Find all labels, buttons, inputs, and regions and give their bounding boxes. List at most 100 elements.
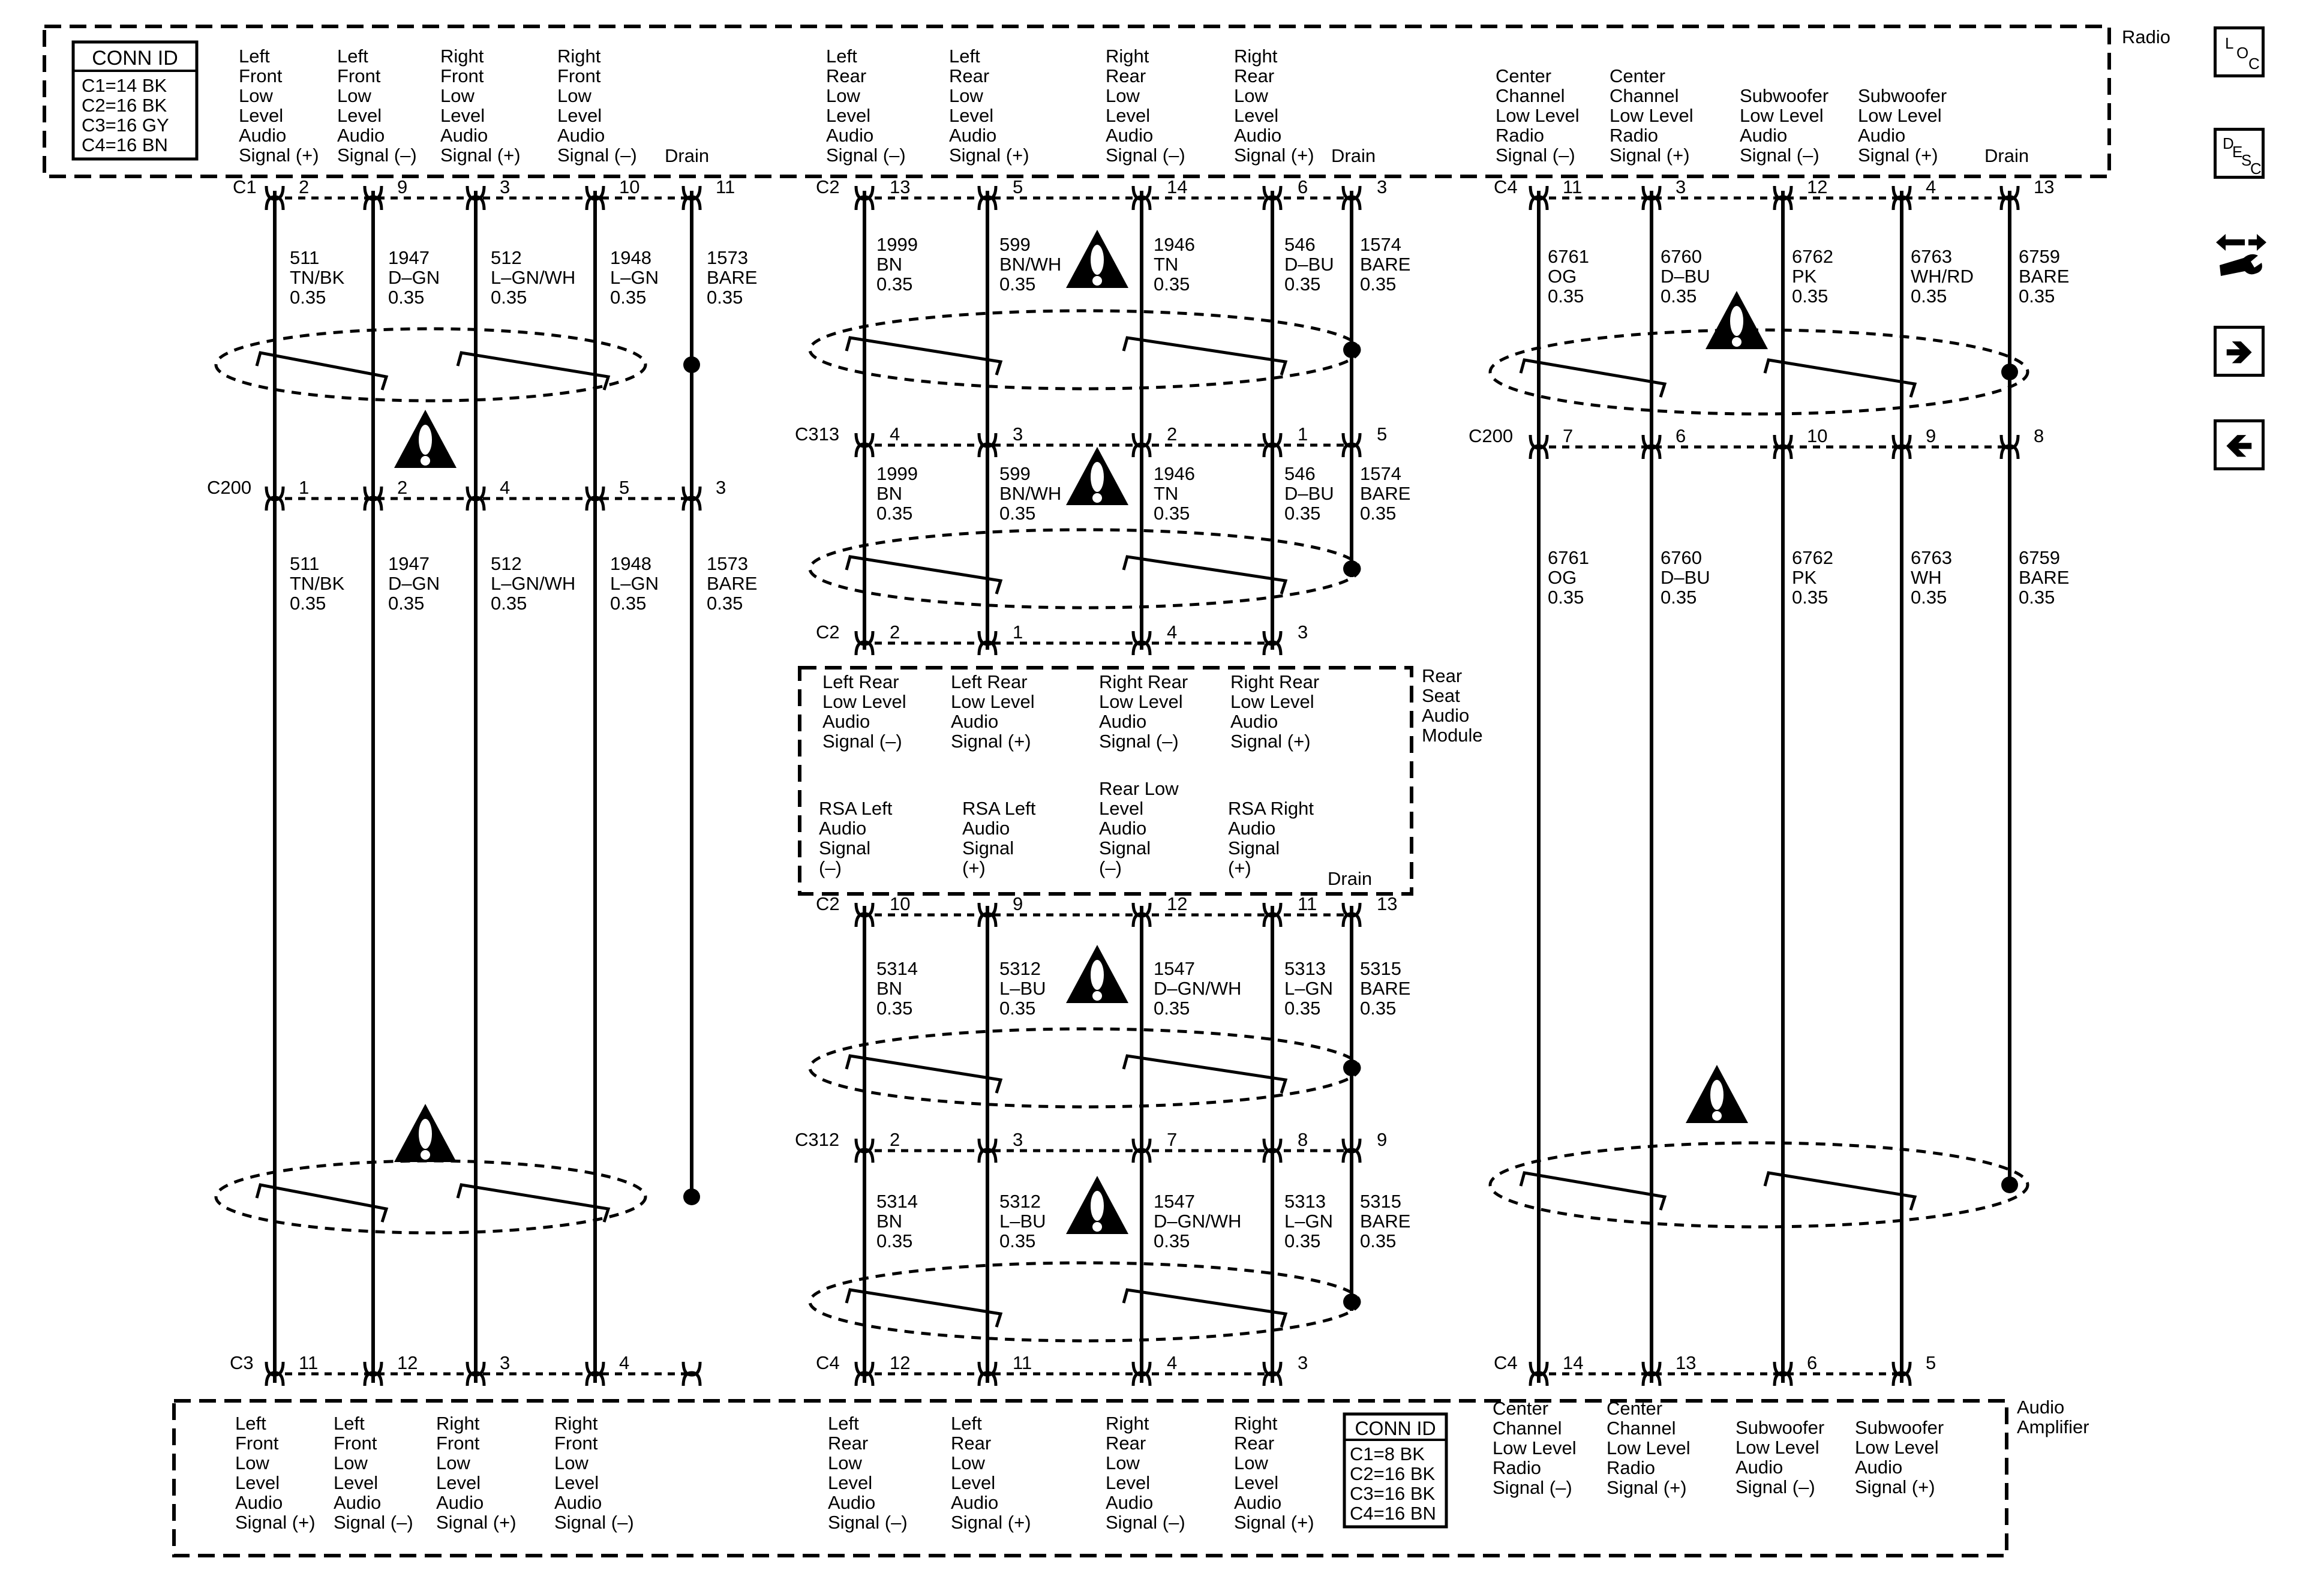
connector-pin-top-0-2 (466, 185, 486, 201)
harness-tool-button[interactable] (2214, 229, 2268, 277)
previous-page-button[interactable]: 🡸 (2214, 419, 2265, 470)
connector-pin-number: 1 (299, 477, 309, 498)
warning-icon (1706, 291, 1768, 349)
connector-pin-top-7-3 (1262, 1138, 1283, 1154)
connector-pin-bottom-1-3 (585, 496, 605, 511)
connector-pin-number: 11 (1298, 893, 1317, 914)
harness-tool-icon (2216, 234, 2266, 276)
svg-text:Seat: Seat (1422, 685, 1460, 706)
connector-pin-top-1-4 (681, 486, 702, 502)
twist-pair-c2-2 (1763, 1171, 1917, 1211)
connector-pin-top-3-4 (1341, 185, 1362, 201)
connector-pin-bottom-11-3 (1891, 1371, 1912, 1386)
twist-pair-b1-2 (1122, 336, 1288, 376)
connector-pin-number: 3 (1298, 1352, 1308, 1373)
connector-pin-number: 11 (1013, 1352, 1032, 1373)
connector-pin-number: 4 (890, 424, 900, 445)
next-page-button[interactable]: 🡺 (2214, 326, 2265, 377)
connector-pin-top-0-0 (265, 185, 285, 201)
connector-pin-bottom-1-4 (681, 496, 702, 511)
connector-pin-number: 3 (1298, 622, 1308, 643)
connector-pin-bottom-0-4 (681, 195, 702, 211)
connector-pin-top-10-4 (1999, 434, 2020, 450)
svg-text:C2=16 BK: C2=16 BK (1350, 1463, 1436, 1484)
radio-module-name: Radio (2122, 26, 2170, 47)
connector-pin-top-5-2 (1131, 631, 1152, 646)
connector-pin-bottom-6-3 (1262, 912, 1283, 927)
drain-splice-b4 (1343, 1293, 1360, 1310)
desc-button[interactable]: D E S C (2214, 128, 2265, 179)
connector-pin-bottom-7-2 (1131, 1148, 1152, 1163)
connector-pin-number: 2 (890, 1129, 900, 1150)
connector-pin-top-4-0 (854, 433, 875, 448)
connector-pin-number: 11 (299, 1352, 318, 1373)
radio-pin-label: Drain (665, 145, 709, 166)
connector-pin-number: 9 (397, 176, 407, 197)
connector-pin-top-9-2 (1773, 185, 1793, 201)
connector-pin-bottom-5-3 (1262, 640, 1283, 656)
svg-text:C1=8 BK: C1=8 BK (1350, 1443, 1425, 1464)
connector-pin-number: 4 (1926, 176, 1936, 197)
connector-pin-bottom-0-0 (265, 195, 285, 211)
twist-pair-a2-2 (456, 1183, 611, 1223)
connector-pin-number: 6 (1807, 1352, 1817, 1373)
connector-pin-bottom-7-3 (1262, 1148, 1283, 1163)
loc-button[interactable]: L O C (2214, 26, 2265, 77)
connector-pin-number: 12 (1167, 893, 1187, 914)
svg-text:Audio: Audio (2017, 1397, 2064, 1418)
svg-text:Module: Module (1422, 725, 1483, 746)
connector-name: C4 (1494, 1352, 1518, 1373)
connector-name: C1 (233, 176, 257, 197)
warning-icon (1066, 447, 1128, 505)
wires-layer (214, 185, 2029, 1386)
svg-text:C4=16 BN: C4=16 BN (82, 134, 168, 155)
connector-pin-bottom-0-3 (585, 195, 605, 211)
connector-pin-number: 12 (1807, 176, 1827, 197)
svg-text:C2=16 BK: C2=16 BK (82, 95, 167, 116)
twist-pair-b3-2 (1122, 1054, 1288, 1094)
connector-pin-number: 6 (1298, 176, 1308, 197)
connector-pin-bottom-11-0 (1529, 1371, 1549, 1386)
svg-text:C1=14 BK: C1=14 BK (82, 75, 167, 96)
connector-pin-bottom-5-2 (1131, 640, 1152, 656)
connector-pin-top-6-3 (1262, 902, 1283, 918)
connector-pin-bottom-4-4 (1341, 442, 1362, 458)
connector-pin-top-9-4 (1999, 185, 2020, 201)
connector-pin-number: 11 (1563, 176, 1582, 197)
connector-pin-top-9-1 (1641, 185, 1662, 201)
rsa-pin-label: Drain (1328, 868, 1372, 889)
connector-pin-top-6-2 (1131, 902, 1152, 918)
connector-pin-number: 4 (500, 477, 510, 498)
connector-pin-top-3-2 (1131, 185, 1152, 201)
connector-pin-number: 5 (1377, 424, 1387, 445)
connector-pin-number: 14 (1563, 1352, 1583, 1373)
warning-icon (1066, 945, 1128, 1003)
twist-pair-b1-0 (845, 336, 1003, 376)
connector-pin-top-1-2 (466, 486, 486, 502)
connector-pin-top-9-0 (1529, 185, 1549, 201)
drain-splice-a2 (683, 1188, 700, 1205)
twist-pair-c1-0 (1519, 358, 1667, 398)
warning-icon (1066, 230, 1128, 288)
connector-pin-number: 4 (1167, 1352, 1177, 1373)
svg-text:C3=16 GY: C3=16 GY (82, 115, 169, 136)
